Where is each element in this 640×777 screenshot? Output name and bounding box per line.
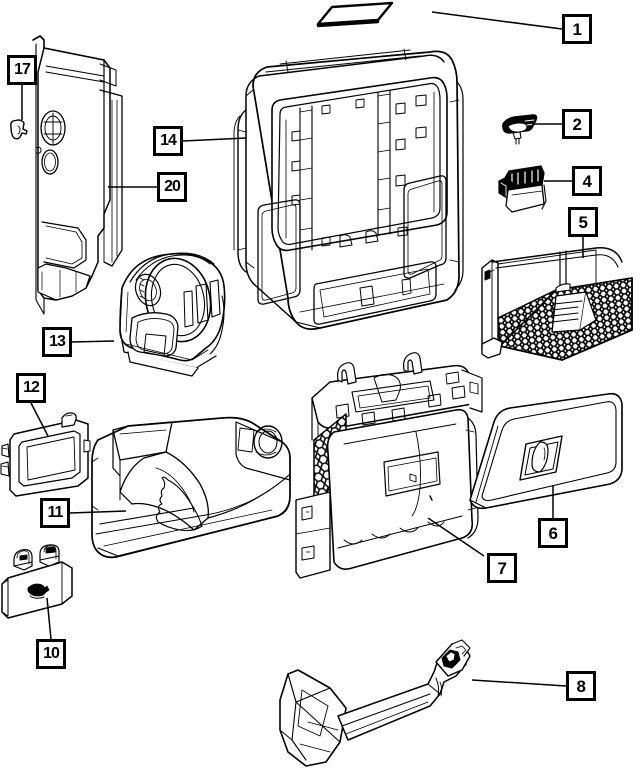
callout-17[interactable]: 17	[7, 55, 37, 85]
part-8-end-cap-cover-bracket	[279, 639, 471, 767]
callout-11[interactable]: 11	[40, 498, 70, 528]
leader-lines	[21, 11, 584, 687]
part-11-lower-instrument-panel-trim	[91, 416, 291, 559]
leader-1	[431, 11, 563, 30]
part-7-glove-box-assembly	[295, 352, 483, 579]
callout-14[interactable]: 14	[153, 126, 183, 156]
leader-13	[71, 340, 115, 343]
part-13-steering-column-shroud	[119, 252, 226, 377]
leader-7	[427, 517, 485, 557]
part-20-side-cowl-trim-panel	[32, 35, 123, 315]
part-5-glove-box-bin	[481, 247, 633, 361]
part-10-hood-release-handle	[1, 544, 73, 619]
callout-7[interactable]: 7	[487, 553, 517, 583]
callout-13[interactable]: 13	[42, 327, 72, 357]
callout-20[interactable]: 20	[157, 172, 187, 202]
part-12-storage-bin-bezel	[0, 412, 91, 497]
callout-6[interactable]: 6	[538, 518, 568, 548]
callout-12[interactable]: 12	[16, 373, 46, 403]
leader-12	[30, 402, 49, 437]
callout-1[interactable]: 1	[562, 14, 592, 44]
callout-5[interactable]: 5	[568, 207, 598, 237]
leader-14	[182, 137, 247, 142]
callout-8[interactable]: 8	[566, 671, 596, 701]
part-17-retainer-clip	[10, 119, 28, 140]
leader-8	[471, 679, 567, 687]
callout-4[interactable]: 4	[572, 166, 602, 196]
leader-10	[46, 597, 52, 640]
part-1-upper-dash-trim-strip	[316, 1, 394, 28]
callout-2[interactable]: 2	[562, 109, 592, 139]
callout-10[interactable]: 10	[36, 639, 66, 669]
part-4-switch-bezel	[498, 165, 547, 213]
part-6-glove-box-door	[469, 392, 623, 510]
part-14-center-dash-bezel	[233, 48, 464, 330]
leader-11	[69, 510, 127, 514]
